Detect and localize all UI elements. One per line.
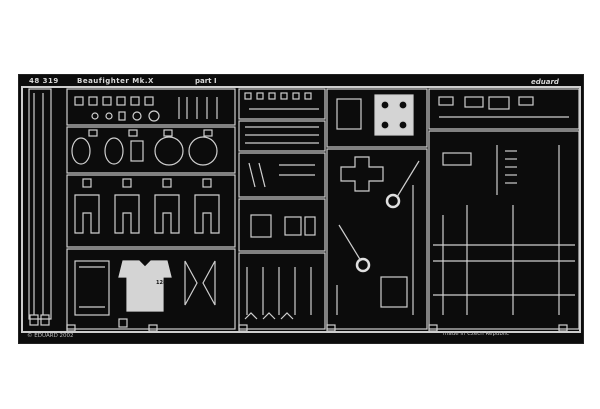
part-number-label: 128 [156, 280, 167, 286]
copyright-text: © EDUARD 2002 [27, 333, 74, 339]
rail-left [28, 88, 52, 320]
panel-boxes [326, 88, 428, 148]
sprue-tabs [66, 324, 568, 332]
fret-frame [21, 86, 581, 333]
seat-parts [74, 260, 216, 328]
made-in-text: made in Czech Republic [443, 331, 509, 337]
fret-part: part I [195, 77, 217, 85]
panel-cross [326, 148, 428, 330]
panel-mid-top [238, 88, 326, 120]
fret-title: Beaufighter Mk.X [77, 77, 154, 85]
fret-parts-drawing [21, 86, 581, 333]
photo-etch-fret: 48 319 Beaufighter Mk.X part I eduard © … [18, 74, 584, 344]
strap-parts [74, 178, 220, 234]
panel-mid-4 [238, 198, 326, 252]
panel-mid-2 [238, 120, 326, 152]
instrument-dials [71, 129, 218, 166]
panel-seat [66, 248, 236, 330]
panel-top-small-parts [66, 88, 236, 126]
panel-instruments [66, 126, 236, 174]
panel-right-top [428, 88, 580, 130]
brand-logo: eduard [531, 78, 559, 86]
panel-straps [66, 174, 236, 248]
fret-code: 48 319 [29, 77, 59, 85]
panel-mid-3 [238, 152, 326, 198]
small-parts-row [74, 96, 218, 122]
panel-mid-5 [238, 252, 326, 330]
panel-right-large [428, 130, 580, 330]
